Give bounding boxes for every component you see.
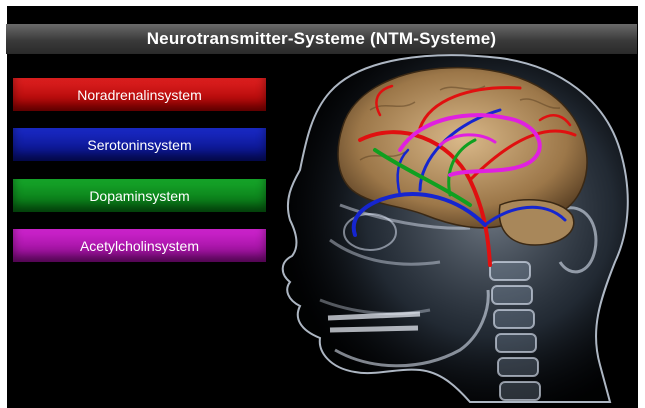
legend-noradrenalin: Noradrenalinsystem [13,78,266,111]
legend-acetylcholin: Acetylcholinsystem [13,229,266,262]
slide-title: Neurotransmitter-Systeme (NTM-Systeme) [6,24,637,54]
legend-dopamin: Dopaminsystem [13,179,266,212]
legend-serotonin: Serotoninsystem [13,128,266,161]
